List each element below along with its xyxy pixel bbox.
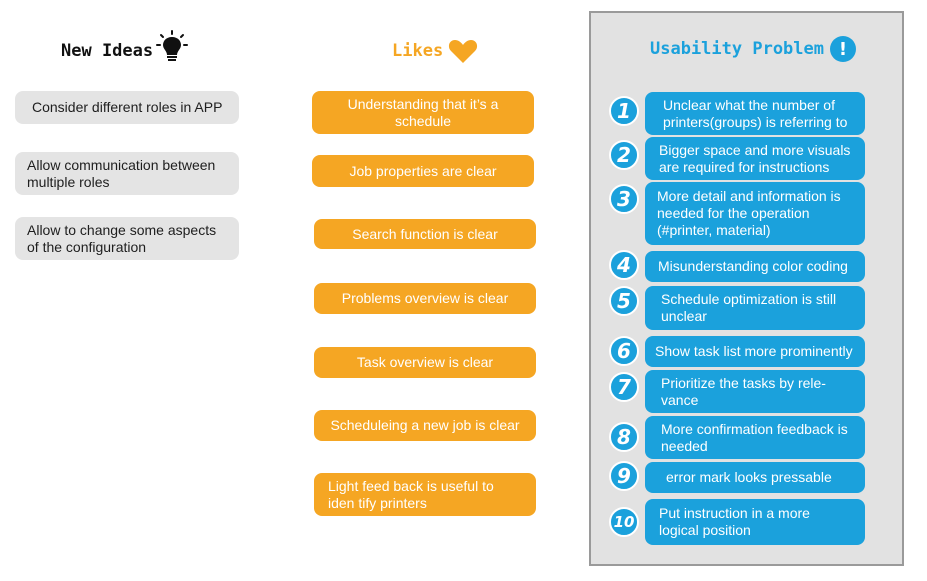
problem-note-text: Unclear what the number of printers(grou… [663,96,848,130]
heart-icon [449,40,478,63]
problem-note: Misunderstanding color coding [645,251,865,282]
problem-number-badge: 3 [609,184,639,214]
problem-note-text: Misunderstanding color coding [658,258,848,274]
usability-title: Usability Problem ! [650,36,856,62]
problem-number-badge: 7 [609,372,639,402]
idea-note-text: Allow to change some aspects of the conf… [27,221,217,255]
problem-note-text: Put instruction in a more logical positi… [659,505,810,538]
problem-number-badge: 10 [609,507,639,537]
problem-note-text: Schedule optimization is still unclear [661,291,837,324]
problem-note: Prioritize the tasks by rele-vance [645,370,865,413]
new-ideas-label: New Ideas [61,41,154,61]
problem-note-text: Show task list more prominently [655,343,853,359]
idea-note: Consider different roles in APP [15,91,239,124]
problem-number-badge: 4 [609,250,639,280]
problem-number-badge: 6 [609,336,639,366]
like-note-text: Search function is clear [352,225,498,242]
like-note: Search function is clear [314,219,536,249]
like-note: Light feed back is useful to iden tify p… [314,473,536,516]
problem-note: Bigger space and more visuals are requir… [645,137,865,180]
problem-number-badge: 2 [609,140,639,170]
problem-note: error mark looks pressable [645,462,865,493]
new-ideas-title: New Ideas [61,30,189,66]
like-note: Problems overview is clear [314,283,536,314]
problem-note-text: More detail and information is needed fo… [657,188,841,238]
problem-number-badge: 9 [609,461,639,491]
usability-label: Usability Problem [650,39,824,59]
problem-note: More confirmation feedback is needed [645,416,865,459]
like-note: Scheduleing a new job is clear [314,410,536,441]
likes-title: Likes [392,38,478,64]
like-note-text: Understanding that it’s a schedule [347,95,499,129]
likes-label: Likes [392,41,444,61]
exclamation-icon: ! [830,36,856,62]
like-note: Task overview is clear [314,347,536,378]
problem-note: Show task list more prominently [645,336,865,367]
problem-note: Put instruction in a more logical positi… [645,499,865,545]
like-note-text: Light feed back is useful to iden tify p… [328,477,494,511]
like-note: Job properties are clear [312,155,534,187]
problem-note-text: Prioritize the tasks by rele-vance [661,374,826,408]
like-note-text: Scheduleing a new job is clear [330,417,520,433]
like-note-text: Task overview is clear [356,354,494,370]
problem-note: More detail and information is needed fo… [645,182,865,245]
problem-note-text: error mark looks pressable [666,469,832,485]
problem-note-text: More confirmation feedback is needed [661,420,848,454]
problem-number-badge: 1 [609,96,639,126]
problem-note-text: Bigger space and more visuals are requir… [659,141,851,175]
idea-note: Allow communication between multiple rol… [15,152,239,195]
like-note-text: Job properties are clear [349,162,497,179]
idea-note: Allow to change some aspects of the conf… [15,217,239,260]
lightbulb-icon [156,30,189,61]
problem-note: Schedule optimization is still unclear [645,286,865,330]
idea-note-text: Consider different roles in APP [32,99,223,115]
like-note: Understanding that it’s a schedule [312,91,534,134]
problem-note: Unclear what the number of printers(grou… [645,92,865,135]
like-note-text: Problems overview is clear [341,290,509,306]
problem-number-badge: 8 [609,422,639,452]
idea-note-text: Allow communication between multiple rol… [27,156,216,190]
problem-number-badge: 5 [609,286,639,316]
